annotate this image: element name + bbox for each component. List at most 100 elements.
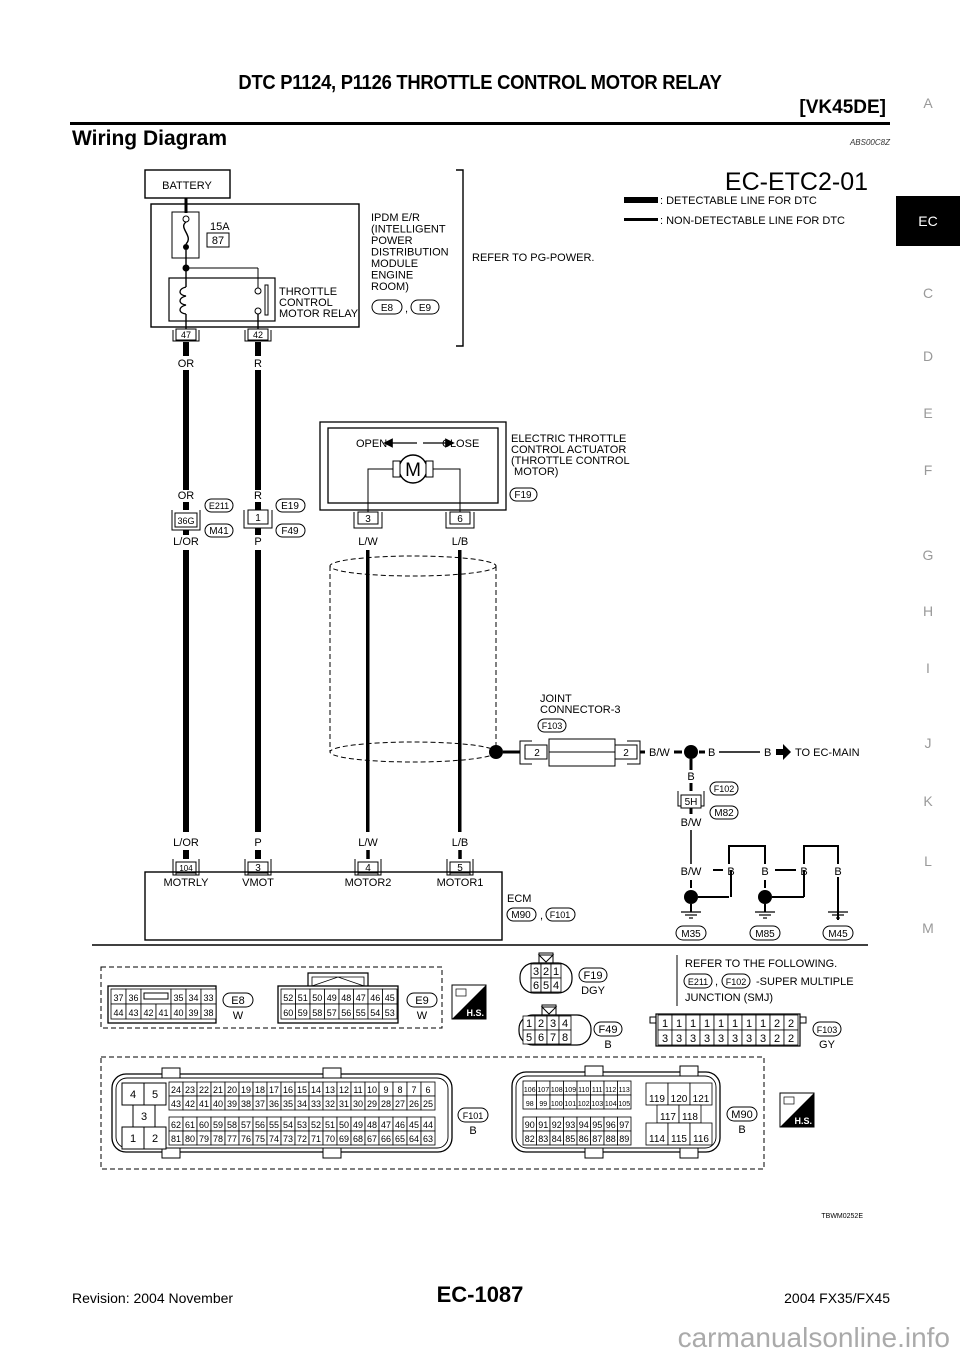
svg-text:34: 34 — [297, 1099, 307, 1109]
svg-text:L/W: L/W — [358, 536, 378, 548]
svg-text:2: 2 — [534, 748, 540, 759]
svg-text:17: 17 — [269, 1085, 279, 1095]
side-index-m[interactable]: M — [922, 920, 934, 936]
svg-text:9: 9 — [383, 1085, 388, 1095]
footer-model: 2004 FX35/FX45 — [784, 1290, 890, 1306]
svg-text:88: 88 — [606, 1134, 616, 1144]
side-index-c[interactable]: C — [922, 285, 934, 301]
svg-text:76: 76 — [241, 1134, 251, 1144]
svg-text:2: 2 — [538, 1018, 544, 1030]
svg-text:118: 118 — [682, 1112, 698, 1123]
svg-text:34: 34 — [188, 993, 198, 1003]
svg-text:120: 120 — [671, 1094, 688, 1105]
actuator-terminal-6: 6 — [445, 511, 475, 529]
svg-text:91: 91 — [538, 1120, 548, 1130]
svg-text:69: 69 — [339, 1134, 349, 1144]
svg-text:47: 47 — [181, 330, 191, 340]
svg-text:50: 50 — [339, 1120, 349, 1130]
smj-terminal-36g: 36G — [171, 510, 201, 531]
svg-text:105: 105 — [618, 1101, 630, 1108]
side-index-d[interactable]: D — [922, 348, 934, 364]
side-index-k[interactable]: K — [923, 793, 933, 809]
svg-text:79: 79 — [199, 1134, 209, 1144]
svg-text:58: 58 — [227, 1120, 237, 1130]
svg-text:25: 25 — [423, 1099, 433, 1109]
svg-text:16: 16 — [283, 1085, 293, 1095]
svg-text:L/B: L/B — [452, 837, 469, 849]
side-index-f[interactable]: F — [923, 462, 933, 478]
svg-text:OR: OR — [178, 490, 195, 502]
svg-text:115: 115 — [671, 1134, 687, 1145]
svg-text:36G: 36G — [177, 516, 194, 526]
svg-text:61: 61 — [185, 1120, 195, 1130]
actuator-terminal-3: 3 — [353, 511, 383, 529]
svg-text:2: 2 — [788, 1018, 794, 1030]
svg-text:36: 36 — [128, 993, 138, 1003]
svg-text:2: 2 — [774, 1033, 780, 1045]
svg-text:-SUPER MULTIPLE: -SUPER MULTIPLE — [756, 976, 854, 988]
svg-text:2: 2 — [774, 1018, 780, 1030]
svg-text:49: 49 — [327, 993, 337, 1003]
svg-text:8: 8 — [397, 1085, 402, 1095]
svg-text:94: 94 — [579, 1120, 589, 1130]
svg-text:1: 1 — [676, 1018, 682, 1030]
side-index-j[interactable]: J — [924, 735, 932, 751]
svg-text:CONTROL ACTUATOR: CONTROL ACTUATOR — [511, 444, 626, 456]
svg-text:5H: 5H — [685, 797, 698, 808]
svg-text:E211: E211 — [688, 977, 708, 987]
side-index-e[interactable]: E — [923, 405, 933, 421]
actuator-box-outer — [319, 421, 507, 511]
svg-text:M41: M41 — [209, 526, 229, 537]
legend-detectable: : DETECTABLE LINE FOR DTC — [660, 195, 817, 207]
svg-text:,: , — [540, 910, 543, 922]
svg-text:104: 104 — [179, 864, 193, 873]
svg-text:E8: E8 — [381, 303, 394, 314]
svg-text:60: 60 — [199, 1120, 209, 1130]
connector-f101: F101 — [545, 907, 576, 922]
svg-text:77: 77 — [227, 1134, 237, 1144]
side-index-i[interactable]: I — [926, 660, 930, 676]
svg-text:B/W: B/W — [681, 817, 702, 829]
svg-text:6: 6 — [425, 1085, 430, 1095]
svg-text:86: 86 — [579, 1134, 589, 1144]
wire-l-w — [366, 550, 370, 832]
svg-text:MOTRLY: MOTRLY — [163, 877, 209, 889]
svg-text:57: 57 — [327, 1008, 337, 1018]
svg-text:E19: E19 — [281, 501, 299, 512]
svg-text:1: 1 — [553, 966, 559, 978]
svg-text:71: 71 — [311, 1134, 321, 1144]
svg-text:84: 84 — [552, 1134, 562, 1144]
svg-text:38: 38 — [203, 1008, 213, 1018]
svg-text:P: P — [254, 536, 261, 548]
side-index-g[interactable]: G — [922, 547, 934, 563]
svg-text:6: 6 — [457, 514, 463, 525]
svg-text:19: 19 — [241, 1085, 251, 1095]
svg-text:110: 110 — [578, 1087, 589, 1094]
svg-text:121: 121 — [693, 1094, 710, 1105]
svg-text:4: 4 — [562, 1018, 568, 1030]
connector-e19: E19 — [275, 498, 306, 513]
svg-text:1: 1 — [662, 1018, 668, 1030]
ecm-label: ECM — [507, 893, 531, 905]
svg-text:67: 67 — [367, 1134, 377, 1144]
svg-text:F101: F101 — [463, 1111, 484, 1121]
svg-text:2: 2 — [623, 748, 629, 759]
svg-text:48: 48 — [341, 993, 351, 1003]
svg-text:46: 46 — [395, 1120, 405, 1130]
ipdm-terminal-42: 42 — [244, 328, 272, 342]
svg-text:107: 107 — [537, 1087, 549, 1094]
svg-text:F49: F49 — [281, 526, 299, 537]
svg-text:5: 5 — [543, 980, 549, 992]
side-index-l[interactable]: L — [924, 853, 932, 869]
svg-text:45: 45 — [409, 1120, 419, 1130]
side-index-h[interactable]: H — [922, 603, 934, 619]
side-index-ec[interactable]: EC — [896, 196, 960, 246]
svg-text:6: 6 — [533, 980, 539, 992]
side-index-a[interactable]: A — [923, 95, 933, 111]
